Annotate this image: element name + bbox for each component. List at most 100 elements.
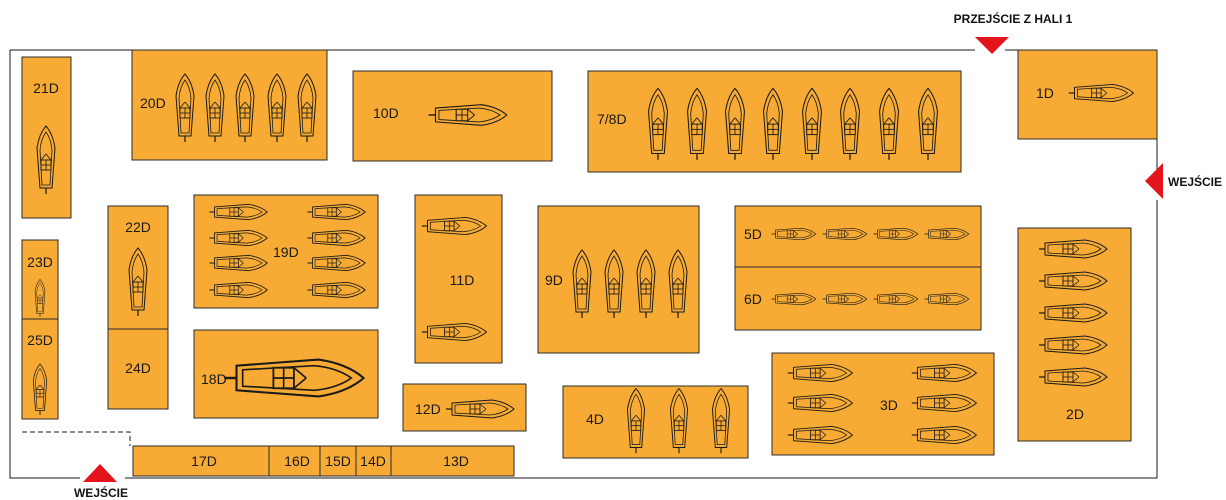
boat-icon [421,216,487,236]
boat-icon [626,388,646,454]
boat-icon [208,281,268,299]
bottom-entrance-marker: WEJŚCIE [74,464,128,500]
boat-icon [924,292,970,306]
stand-label: 12D [415,401,441,417]
boat-icon [647,87,669,161]
stand-label: 9D [545,272,563,288]
stand-label: 23D [27,254,53,270]
boat-icon [235,73,255,143]
stand-label: 25D [27,332,53,348]
boat-icon [208,203,268,221]
stand-area[interactable] [268,445,321,477]
boat-icon [1038,239,1108,259]
stand-label: 19D [273,244,299,260]
stand-label: 14D [360,453,386,469]
boat-icon [636,249,656,319]
stand-13d[interactable]: 13D [390,445,515,477]
stand-15d[interactable]: 15D [319,445,357,477]
right-entrance-marker: WEJŚCIE [1145,163,1222,199]
boat-icon [787,393,853,413]
boat-icon [205,73,225,143]
boat-icon [1038,367,1108,387]
boat-icon [771,292,817,306]
red-triangle-arrow-icon [83,464,117,482]
boat-icon [1038,271,1108,291]
boat-icon [839,87,861,161]
boat-icon [427,103,508,127]
boat-icon [1038,335,1108,355]
stand-label: 13D [443,453,469,469]
stand-label: 17D [191,453,217,469]
boat-icon [801,87,823,161]
boat-icon [917,87,939,161]
stand-area[interactable] [319,445,357,477]
boat-icon [445,399,515,419]
boat-icon [572,249,592,319]
stand-17d[interactable]: 17D [132,445,270,477]
hall-passage-label: PRZEJŚCIE Z HALI 1 [954,11,1073,26]
boat-icon [878,87,900,161]
stand-20d[interactable]: 20D [131,49,328,161]
stand-label: 3D [880,397,898,413]
boat-icon [873,292,919,306]
boat-icon [724,87,746,161]
boat-icon [873,227,919,241]
stand-label: 11D [450,272,475,288]
stand-area[interactable] [107,328,169,410]
boat-icon [306,254,366,272]
stand-24d[interactable]: 24D [107,328,169,410]
boat-icon [34,279,46,318]
boat-icon [267,73,287,143]
boat-icon [668,249,688,319]
boat-icon [1038,303,1108,323]
boat-icon [604,249,624,319]
stand-area[interactable] [132,445,270,477]
boat-icon [1068,83,1134,103]
stand-area[interactable] [131,49,328,161]
stand-label: 10D [373,105,399,121]
boat-icon [669,388,689,454]
stand-label: 21D [33,80,59,96]
boat-icon [924,227,970,241]
stand-area[interactable] [355,445,392,477]
boat-icon [911,363,977,383]
boat-icon [175,73,195,143]
stand-label: 4D [586,411,604,427]
stand-label: 20D [140,95,166,111]
boat-icon [911,393,977,413]
stand-label: 5D [744,226,762,242]
boat-icon [306,281,366,299]
stand-label: 2D [1066,406,1084,422]
boat-icon [822,227,868,241]
stand-14d[interactable]: 14D [355,445,392,477]
stand-label: 15D [325,453,351,469]
boat-icon [762,87,784,161]
red-triangle-arrow-icon [975,37,1009,54]
stand-label: 1D [1036,85,1054,101]
boat-icon [787,425,853,445]
boat-icon [686,87,708,161]
boat-icon [208,229,268,247]
stand-label: 7/8D [597,111,627,127]
boat-icon [711,388,731,454]
stand-area[interactable] [1017,227,1132,442]
bottom-entrance-label: WEJŚCIE [74,485,128,500]
stand-label: 22D [125,219,151,235]
boat-icon [787,363,853,383]
stand-label: 24D [125,360,151,376]
stand-label: 6D [744,291,762,307]
stand-label: 18D [201,371,227,387]
hall-passage-marker: PRZEJŚCIE Z HALI 1 [954,11,1073,54]
boat-icon [306,203,366,221]
boat-icon [208,254,268,272]
stand-label: 16D [284,453,310,469]
stand-2d[interactable]: 2D [1017,227,1132,442]
boat-icon [297,73,317,143]
boat-icon [771,227,817,241]
boat-icon [36,125,56,195]
stand-16d[interactable]: 16D [268,445,321,477]
stand-area[interactable] [390,445,515,477]
right-entrance-label: WEJŚCIE [1168,174,1222,189]
boat-icon [306,229,366,247]
